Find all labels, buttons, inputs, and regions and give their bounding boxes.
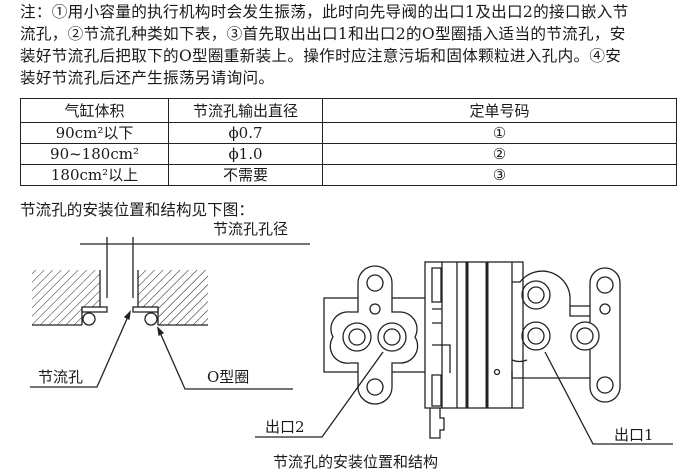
- port2-label: 出口2: [265, 418, 305, 436]
- table-row: 180cm²以上 不需要 ③: [20, 164, 677, 186]
- note-line: 装好节流孔后还产生振荡另请询问。: [20, 69, 275, 87]
- table-header-row: 气缸体积 节流孔输出直径 定单号码: [20, 98, 677, 123]
- intro-caption: 节流孔的安装位置和结构见下图：: [20, 201, 254, 219]
- header-order-number: 定单号码: [322, 98, 677, 123]
- port1-label: 出口1: [614, 426, 654, 444]
- orifice-label: 节流孔: [38, 368, 84, 386]
- valve-drawing: [255, 261, 673, 445]
- o-ring-icon: [144, 312, 158, 326]
- note-line: 流孔，②节流孔种类如下表，③首先取出出口1和出口2的O型圈插入适当的节流孔，安: [20, 25, 626, 43]
- o-ring-label: O型圈: [207, 368, 250, 386]
- note-paragraph: 注：①用小容量的执行机构时会发生振荡，此时向先导阀的出口1及出口2的接口嵌入节 …: [20, 0, 680, 89]
- cell: ϕ1.0: [168, 143, 323, 165]
- header-cylinder-volume: 气缸体积: [20, 98, 169, 123]
- orifice-diameter-label: 节流孔孔径: [213, 220, 289, 238]
- table-row: 90~180cm² ϕ1.0 ②: [20, 143, 677, 165]
- o-ring-icon: [82, 312, 96, 326]
- note-line: 装好节流孔后把取下的O型圈重新装上。操作时应注意污垢和固体颗粒进入孔内。④安: [20, 47, 622, 65]
- note-line: 注：①用小容量的执行机构时会发生振荡，此时向先导阀的出口1及出口2的接口嵌入节: [20, 3, 629, 21]
- cross-section-drawing: [30, 237, 310, 390]
- diagram-caption: 节流孔的安装位置和结构: [273, 453, 439, 471]
- cell: 90cm²以下: [20, 122, 169, 144]
- orifice-table: 气缸体积 节流孔输出直径 定单号码 90cm²以下 ϕ0.7 ① 90~180c…: [20, 98, 677, 186]
- cell: ③: [322, 164, 677, 186]
- cell: 不需要: [168, 164, 323, 186]
- cell: 180cm²以上: [20, 164, 169, 186]
